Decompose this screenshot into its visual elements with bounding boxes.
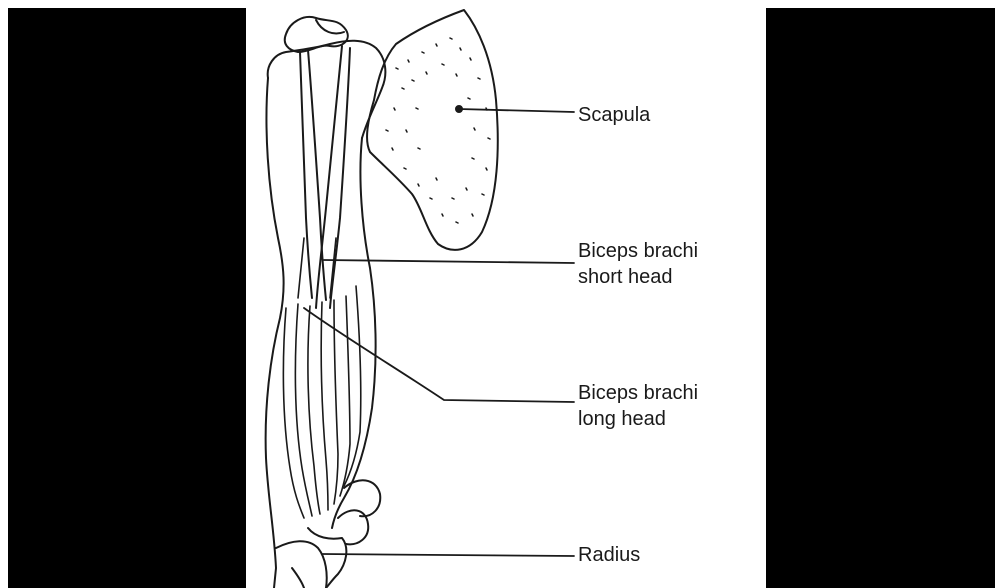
humerus-head [268,41,386,138]
label-radius: Radius [578,544,640,566]
coracoid-detail [316,20,344,34]
diagram-panel: Scapula Biceps brachi short head Biceps … [246,8,766,588]
leader-lines [304,109,574,556]
scapula-stipple [386,38,490,223]
long-head-tendon-2 [308,50,326,300]
label-long-head-line1: Biceps brachi [578,382,698,404]
arm-left-edge [266,78,284,588]
label-short-head-line1: Biceps brachi [578,240,698,262]
leader-long-head [304,308,574,402]
left-black-bar [8,8,246,588]
arm-right-edge [332,138,376,528]
biceps-fibers [283,238,360,518]
right-black-bar [766,8,995,588]
short-head-tendon [316,46,342,308]
label-long-head-line2: long head [578,408,666,430]
leader-radius [322,554,574,556]
ulna-edge [292,568,304,588]
label-short-head-line2: short head [578,266,673,288]
leader-scapula [459,109,574,112]
leader-short-head [324,260,574,263]
label-scapula: Scapula [578,104,650,126]
biceps-diagram [246,8,766,588]
